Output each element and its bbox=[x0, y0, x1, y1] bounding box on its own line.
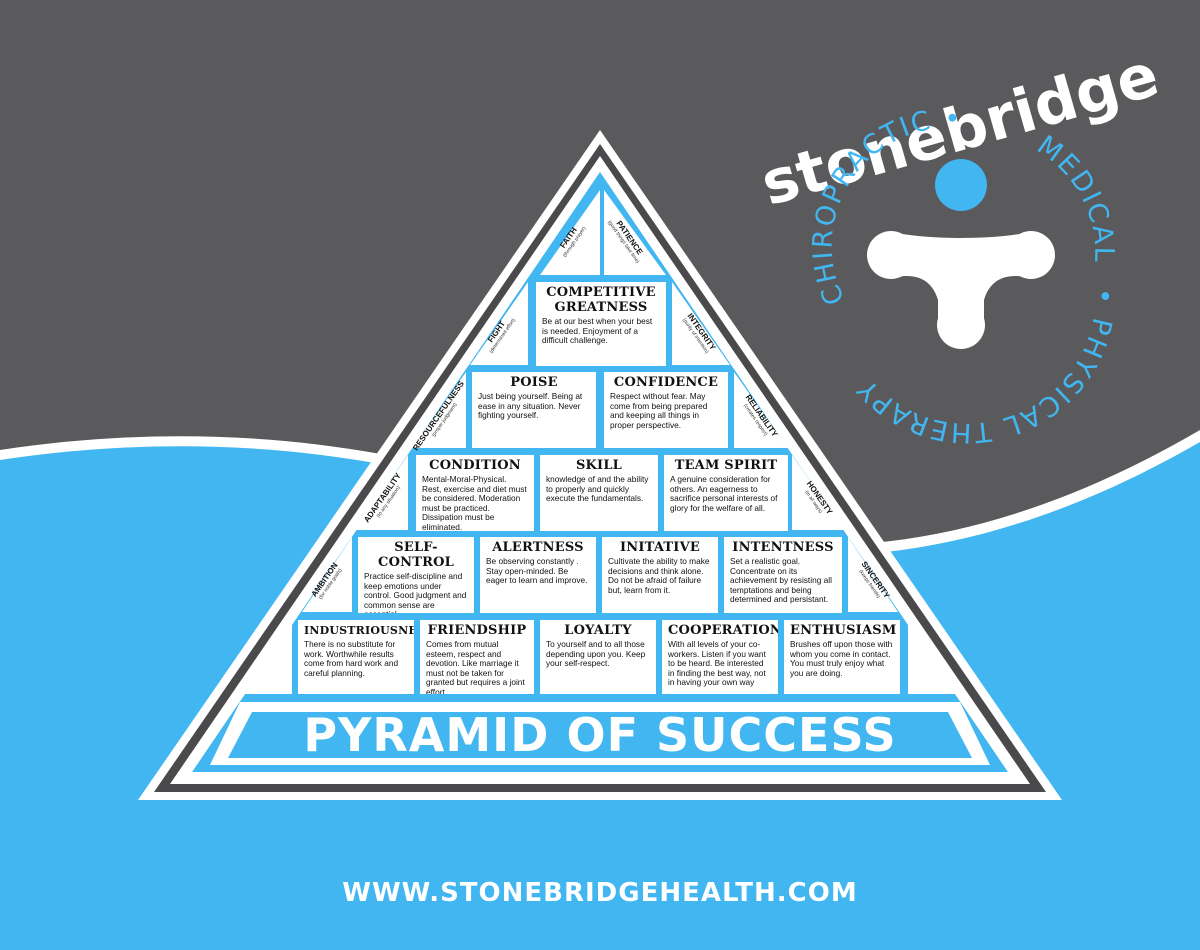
block-enthusiasm: ENTHUSIASM Brushes off upon those with w… bbox=[784, 620, 900, 694]
block-description: Set a realistic goal. Concentrate on its… bbox=[730, 556, 832, 605]
block-description: Comes from mutual esteem, respect and de… bbox=[426, 639, 525, 694]
block-title: FRIENDSHIP bbox=[427, 623, 527, 638]
block-description: Brushes off upon those with whom you com… bbox=[790, 639, 893, 678]
logo-arc-physical-therapy: • PHYSICAL THERAPY bbox=[851, 288, 1120, 448]
block-loyalty: LOYALTY To yourself and to all those dep… bbox=[540, 620, 656, 694]
block-title: CONFIDENCE bbox=[613, 375, 719, 390]
block-confidence: CONFIDENCE Respect without fear. May com… bbox=[604, 372, 728, 448]
block-title: ENTHUSIASM bbox=[790, 623, 897, 638]
block-description: Be at our best when your best is needed.… bbox=[542, 316, 653, 346]
website-url[interactable]: WWW.STONEBRIDGEHEALTH.COM bbox=[342, 878, 858, 908]
block-title: INITATIVE bbox=[620, 540, 700, 555]
block-description: Cultivate the ability to make decisions … bbox=[608, 556, 710, 595]
block-intentness: INTENTNESS Set a realistic goal. Concent… bbox=[724, 537, 842, 613]
block-alertness: ALERTNESS Be observing constantly . Stay… bbox=[480, 537, 596, 613]
block-friendship: FRIENDSHIP Comes from mutual esteem, res… bbox=[420, 620, 534, 694]
block-description: To yourself and to all those depending u… bbox=[546, 639, 646, 669]
pyramid-banner-title: PYRAMID OF SUCCESS bbox=[303, 708, 897, 762]
block-team-spirit: TEAM SPIRIT A genuine consideration for … bbox=[664, 455, 788, 531]
block-title: ALERTNESS bbox=[492, 540, 584, 555]
logo-figure-icon bbox=[867, 159, 1055, 349]
block-title: TEAM SPIRIT bbox=[674, 458, 778, 473]
block-initative: INITATIVE Cultivate the ability to make … bbox=[602, 537, 718, 613]
block-skill: SKILL knowledge of and the ability to pr… bbox=[540, 455, 658, 531]
block-description: Be observing constantly . Stay open-mind… bbox=[486, 556, 588, 586]
block-title: INTENTNESS bbox=[732, 540, 834, 555]
block-title: POISE bbox=[510, 375, 558, 390]
block-title: LOYALTY bbox=[564, 623, 632, 638]
block-description: A genuine consideration for others. An e… bbox=[670, 474, 778, 513]
block-competitive-greatness: COMPETITIVE GREATNESS Be at our best whe… bbox=[536, 282, 666, 366]
block-self-control: SELF-CONTROL Practice self-discipline an… bbox=[358, 537, 474, 613]
block-title: CONDITION bbox=[429, 458, 521, 473]
block-condition: CONDITION Mental-Moral-Physical. Rest, e… bbox=[416, 455, 534, 531]
block-description: Just being yourself. Being at ease in an… bbox=[478, 391, 583, 421]
block-description: Practice self-discipline and keep emotio… bbox=[364, 571, 467, 613]
block-title: INDUSTRIOUSNESS bbox=[304, 624, 414, 637]
block-description: There is no substitute for work. Worthwh… bbox=[304, 639, 399, 678]
block-description: Mental-Moral-Physical. Rest, exercise an… bbox=[422, 474, 527, 531]
block-title: SELF-CONTROL bbox=[378, 540, 454, 570]
block-description: With all levels of your co-workers. List… bbox=[668, 639, 766, 688]
block-title: COMPETITIVE GREATNESS bbox=[546, 285, 656, 315]
block-description: knowledge of and the ability to properly… bbox=[546, 474, 649, 504]
block-description: Respect without fear. May come from bein… bbox=[610, 391, 708, 430]
block-title: SKILL bbox=[575, 458, 623, 473]
block-industriousness: INDUSTRIOUSNESS There is no substitute f… bbox=[298, 620, 414, 694]
block-cooperation: COOPERATION With all levels of your co-w… bbox=[662, 620, 778, 694]
block-poise: POISE Just being yourself. Being at ease… bbox=[472, 372, 596, 448]
block-title: COOPERATION bbox=[668, 623, 778, 638]
